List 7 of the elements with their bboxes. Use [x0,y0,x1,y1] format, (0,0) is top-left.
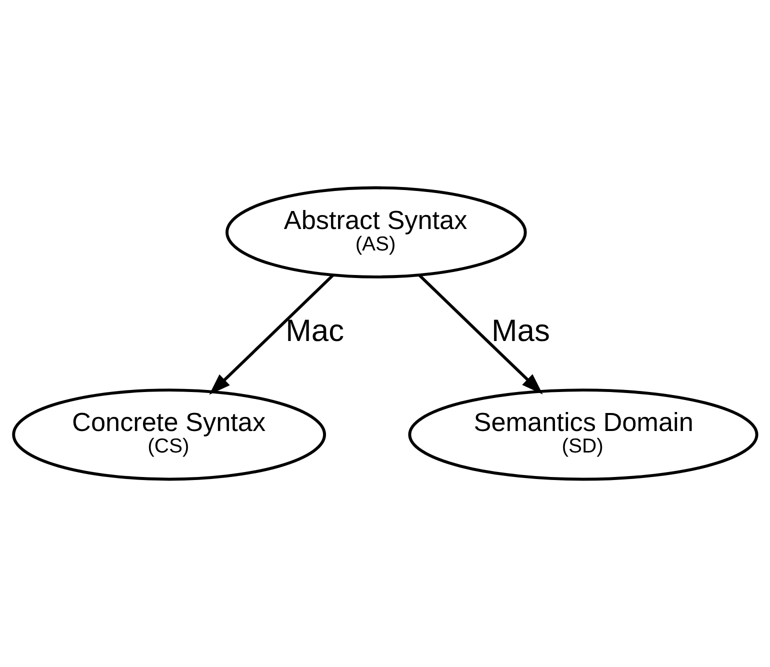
arrow [209,274,334,395]
arrow [418,274,543,394]
node-ellipse: Abstract Syntax (AS) [226,186,527,278]
edge-label: Mac [286,313,344,348]
node-ellipse: Semantics Domain (SD) [408,388,758,481]
edge-label: Mas [492,313,550,348]
node-ellipse: Concrete Syntax (CS) [12,388,326,481]
